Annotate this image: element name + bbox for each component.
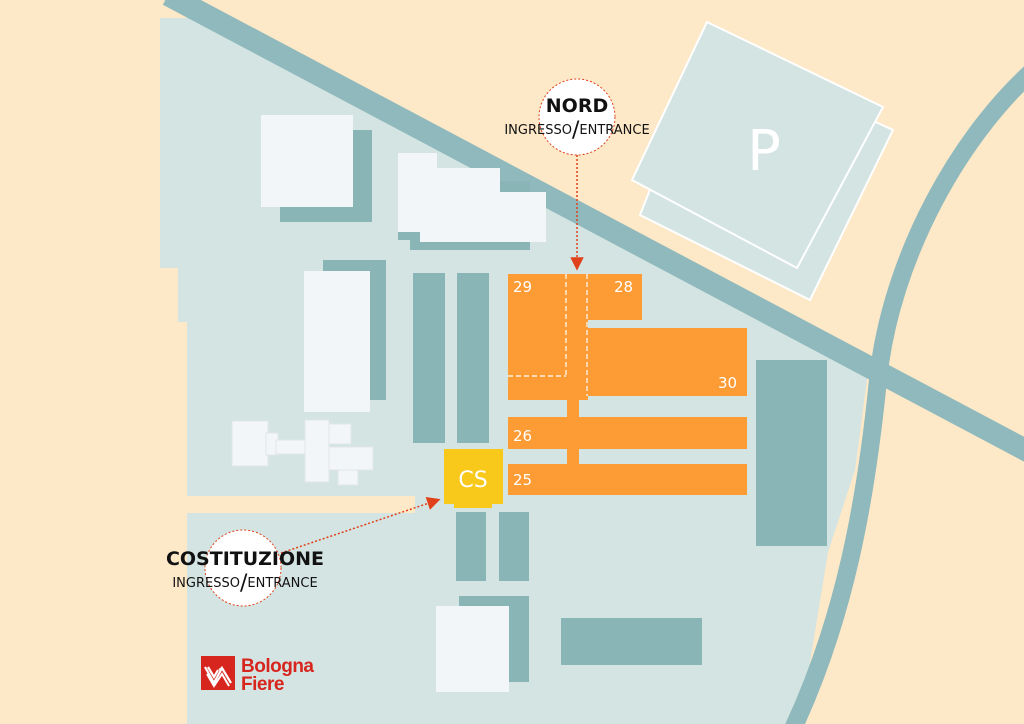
diagonal-road bbox=[162, 0, 1024, 462]
north-entrance-title: NORD bbox=[546, 95, 608, 117]
highlighted-halls: 29 28 30 26 25 bbox=[508, 274, 747, 495]
logo-line-2: Fiere bbox=[241, 674, 284, 695]
bolognafiere-logo-icon bbox=[201, 656, 235, 690]
teal-pavilions bbox=[413, 273, 827, 692]
costituzione-entrance-title: COSTITUZIONE bbox=[166, 548, 324, 570]
west-pavilions bbox=[231, 115, 546, 486]
north-entrance: NORD INGRESSO/ENTRANCE bbox=[504, 78, 650, 271]
logo-line-1: Bologna bbox=[241, 656, 314, 677]
service-center-cs: CS bbox=[444, 449, 503, 508]
parking-icon: P bbox=[747, 119, 781, 184]
hall-26-label: 26 bbox=[513, 427, 532, 445]
hall-28-label: 28 bbox=[614, 278, 633, 296]
hall-30-label: 30 bbox=[718, 374, 737, 392]
small-buildings-cluster bbox=[231, 419, 374, 486]
costituzione-entrance-subtitle: INGRESSO/ENTRANCE bbox=[172, 571, 317, 596]
costituzione-entrance: COSTITUZIONE INGRESSO/ENTRANCE bbox=[166, 497, 441, 607]
hall-29-label: 29 bbox=[513, 278, 532, 296]
north-entrance-subtitle: INGRESSO/ENTRANCE bbox=[504, 118, 649, 143]
parking-area: P bbox=[630, 20, 895, 302]
cs-label: CS bbox=[458, 468, 487, 493]
hall-25-label: 25 bbox=[513, 471, 532, 489]
bolognafiere-logo: Bologna Fiere bbox=[201, 656, 315, 695]
curved-road bbox=[785, 66, 1024, 724]
